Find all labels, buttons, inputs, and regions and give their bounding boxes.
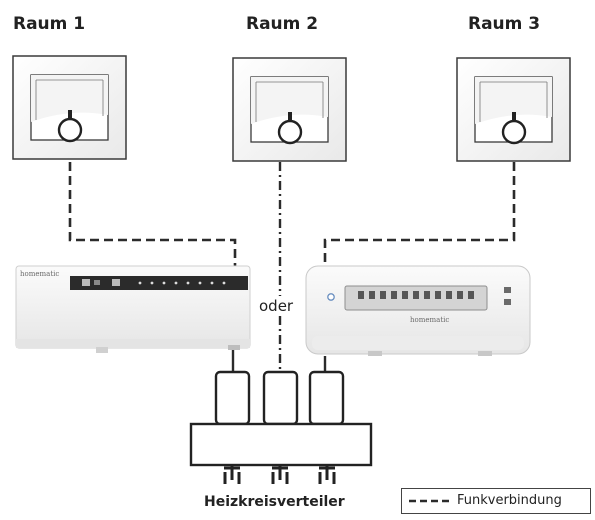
base-station-left (15, 265, 251, 353)
radio-connection-lines (68, 162, 516, 270)
legend-label: Funkverbindung (457, 493, 562, 508)
brand-logo-right: homematic (410, 316, 450, 324)
distributor-label: Heizkreisverteiler (204, 494, 345, 510)
actuator-2 (262, 370, 299, 426)
or-label: oder (259, 297, 294, 315)
room-3-label: Raum 3 (468, 14, 541, 34)
actuator-wires (231, 350, 327, 372)
base-station-right (305, 265, 531, 356)
room-3-thermostat (456, 57, 571, 162)
room-1-thermostat (12, 55, 127, 160)
room-1-label: Raum 1 (13, 14, 86, 34)
brand-logo-left: homematic (20, 270, 60, 278)
room-2-label: Raum 2 (246, 14, 319, 34)
legend: Funkverbindung (401, 488, 591, 514)
room-2-thermostat (232, 57, 347, 162)
radio-link-room-3 (323, 162, 516, 270)
actuator-3 (308, 370, 345, 426)
heating-circuit-distributor (189, 422, 373, 484)
actuator-1 (214, 370, 251, 426)
radio-link-room-1 (68, 162, 237, 268)
